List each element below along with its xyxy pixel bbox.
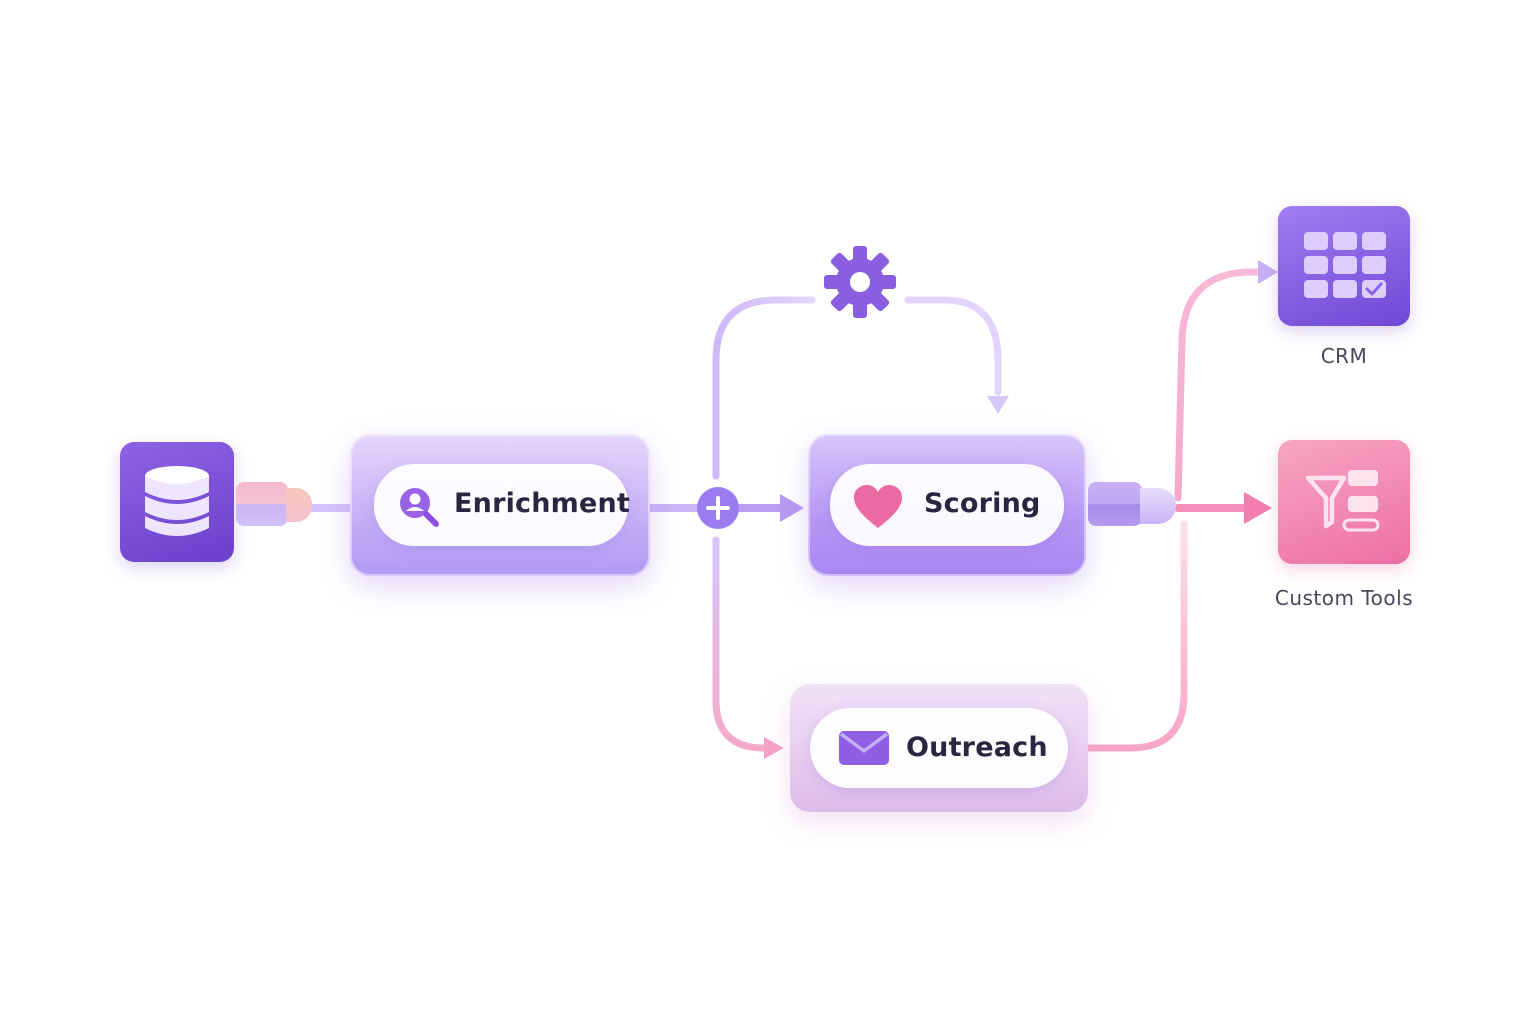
source-database-tile[interactable]: [120, 442, 234, 562]
source-connector-tip: [286, 488, 312, 522]
crm-tile[interactable]: [1278, 206, 1410, 326]
outreach-node[interactable]: Outreach: [790, 684, 1088, 812]
database-icon: [145, 466, 209, 536]
link-outreach-trunk: [1084, 520, 1188, 752]
link-trunk-crm: [1174, 268, 1266, 502]
funnel-tools-icon: [1305, 470, 1380, 532]
scoring-pill: Scoring: [830, 464, 1064, 546]
grid-table-icon: [1304, 232, 1386, 298]
arrow-gear-to-scoring: [987, 396, 1009, 414]
heart-icon: [854, 485, 902, 528]
scoring-connector-plug: [1088, 482, 1142, 526]
crm-caption: CRM: [1320, 344, 1368, 368]
arrow-to-crm: [1258, 260, 1278, 284]
enrichment-pill: Enrichment: [374, 464, 631, 546]
plus-icon[interactable]: [696, 486, 740, 530]
outreach-label: Outreach: [906, 732, 1048, 763]
scoring-label: Scoring: [924, 488, 1041, 519]
source-connector-plug: [236, 482, 288, 526]
link-merge-gear: [712, 296, 816, 480]
user-search-icon: [400, 488, 439, 527]
link-gear-scoring: [904, 296, 1002, 396]
arrow-to-custom-tools: [1244, 492, 1272, 524]
scoring-connector-tip: [1140, 488, 1176, 524]
enrichment-label: Enrichment: [454, 488, 631, 519]
envelope-icon: [839, 731, 889, 765]
arrow-to-scoring: [780, 494, 804, 522]
custom-tools-caption: Custom Tools: [1274, 586, 1414, 610]
custom-tools-tile[interactable]: [1278, 440, 1410, 564]
outreach-pill: Outreach: [810, 708, 1068, 788]
arrow-to-outreach: [764, 737, 784, 759]
enrichment-node[interactable]: Enrichment: [350, 434, 650, 576]
link-merge-outreach: [712, 536, 772, 752]
gear-icon[interactable]: [822, 244, 898, 320]
scoring-node[interactable]: Scoring: [808, 434, 1086, 576]
